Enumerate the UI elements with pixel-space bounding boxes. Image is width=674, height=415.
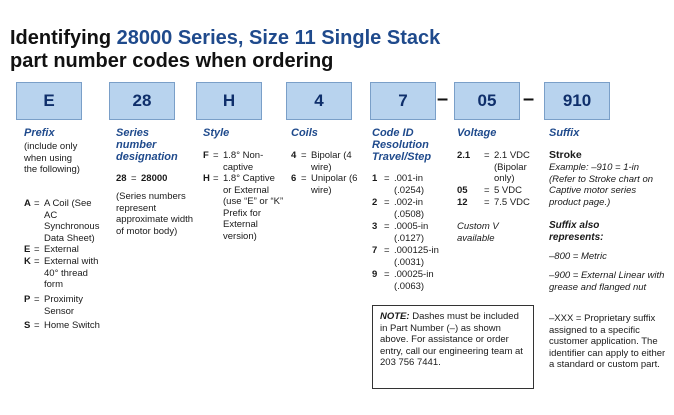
prefix-desc: Proximity Sensor xyxy=(44,294,84,317)
voltage-heading: Voltage xyxy=(457,127,497,139)
equals-sign: = xyxy=(384,245,390,256)
suffix-external-linear: –900 = External Linear with grease and f… xyxy=(549,270,665,293)
code-box-code-id: 7 xyxy=(370,82,436,120)
separator-dash-1: – xyxy=(437,88,449,110)
equals-sign: = xyxy=(34,320,40,331)
equals-sign: = xyxy=(34,244,40,255)
prefix-code: E xyxy=(24,244,31,255)
equals-sign: = xyxy=(484,185,490,196)
prefix-code: S xyxy=(24,320,31,331)
voltage-code: 12 xyxy=(457,197,468,208)
equals-sign: = xyxy=(131,173,137,184)
equals-sign: = xyxy=(301,173,307,184)
prefix-desc: Home Switch xyxy=(44,320,100,331)
code-id-desc: .0005-in (.0127) xyxy=(394,221,429,244)
code-id-heading: Code ID Resolution Travel/Step xyxy=(372,127,432,163)
code-id-code: 7 xyxy=(372,245,378,256)
code-box-series: 28 xyxy=(109,82,175,120)
title-highlight: 28000 Series, Size 11 Single Stack xyxy=(116,27,441,49)
code-box-coils: 4 xyxy=(286,82,352,120)
suffix-metric: –800 = Metric xyxy=(549,251,607,262)
prefix-code: K xyxy=(24,256,31,267)
series-heading: Series number designation xyxy=(116,127,178,163)
code-box-voltage: 05 xyxy=(454,82,520,120)
voltage-code: 05 xyxy=(457,185,468,196)
note-box: NOTE: Dashes must be included in Part Nu… xyxy=(372,305,534,389)
prefix-desc: A Coil (See AC Synchronous Data Sheet) xyxy=(44,198,100,244)
code-id-desc: .000125-in (.0031) xyxy=(394,245,439,268)
voltage-desc: 2.1 VDC (Bipolar only) xyxy=(494,150,530,184)
equals-sign: = xyxy=(384,221,390,232)
stroke-heading: Stroke xyxy=(549,149,582,161)
equals-sign: = xyxy=(34,294,40,305)
style-code: H xyxy=(203,173,210,184)
equals-sign: = xyxy=(484,197,490,208)
suffix-also-heading: Suffix also represents: xyxy=(549,220,604,243)
code-id-desc: .00025-in (.0063) xyxy=(394,269,434,292)
style-heading: Style xyxy=(203,127,230,139)
voltage-desc: 7.5 VDC xyxy=(494,197,530,208)
note-text: Dashes must be included in Part Number (… xyxy=(380,311,523,368)
coils-desc: Bipolar (4 wire) xyxy=(311,150,352,173)
equals-sign: = xyxy=(384,173,390,184)
code-id-code: 3 xyxy=(372,221,378,232)
note-label: NOTE: xyxy=(380,311,410,322)
voltage-desc: 5 VDC xyxy=(494,185,522,196)
code-id-code: 2 xyxy=(372,197,378,208)
equals-sign: = xyxy=(384,197,390,208)
code-id-code: 1 xyxy=(372,173,378,184)
code-id-desc: .002-in (.0508) xyxy=(394,197,425,220)
equals-sign: = xyxy=(213,173,219,184)
equals-sign: = xyxy=(384,269,390,280)
series-code: 28 xyxy=(116,173,127,184)
title-prefix: Identifying xyxy=(10,27,117,49)
prefix-code: P xyxy=(24,294,31,305)
prefix-heading: Prefix xyxy=(24,127,55,139)
equals-sign: = xyxy=(213,150,219,161)
style-desc: 1.8° Non-captive xyxy=(223,150,264,173)
series-description: (Series numbers represent approximate wi… xyxy=(116,191,194,237)
suffix-heading: Suffix xyxy=(549,127,580,139)
equals-sign: = xyxy=(34,256,40,267)
suffix-proprietary: –XXX = Proprietary suffix assigned to a … xyxy=(549,313,666,370)
code-box-style: H xyxy=(196,82,262,120)
equals-sign: = xyxy=(484,150,490,161)
coils-code: 4 xyxy=(291,150,297,161)
prefix-desc: External xyxy=(44,244,79,255)
stroke-description: Example: –910 = 1-in (Refer to Stroke ch… xyxy=(549,162,654,208)
code-box-suffix: 910 xyxy=(544,82,610,120)
coils-heading: Coils xyxy=(291,127,318,139)
style-code: F xyxy=(203,150,209,161)
style-desc: 1.8° Captive or External (use “E” or “K”… xyxy=(223,173,284,242)
voltage-custom-note: Custom V available xyxy=(457,221,499,244)
code-id-desc: .001-in (.0254) xyxy=(394,173,425,196)
equals-sign: = xyxy=(34,198,40,209)
page-title-line-2: part number codes when ordering xyxy=(10,50,334,72)
series-value: 28000 xyxy=(141,173,168,184)
page-title-line-1: Identifying 28000 Series, Size 11 Single… xyxy=(10,27,440,49)
separator-dash-2: – xyxy=(523,88,535,110)
prefix-code: A xyxy=(24,198,31,209)
coils-code: 6 xyxy=(291,173,297,184)
code-box-prefix: E xyxy=(16,82,82,120)
voltage-code: 2.1 xyxy=(457,150,471,161)
prefix-description: (include only when using the following) xyxy=(24,141,80,175)
coils-desc: Unipolar (6 wire) xyxy=(311,173,358,196)
prefix-desc: External with 40° thread form xyxy=(44,256,99,290)
equals-sign: = xyxy=(301,150,307,161)
code-id-code: 9 xyxy=(372,269,378,280)
